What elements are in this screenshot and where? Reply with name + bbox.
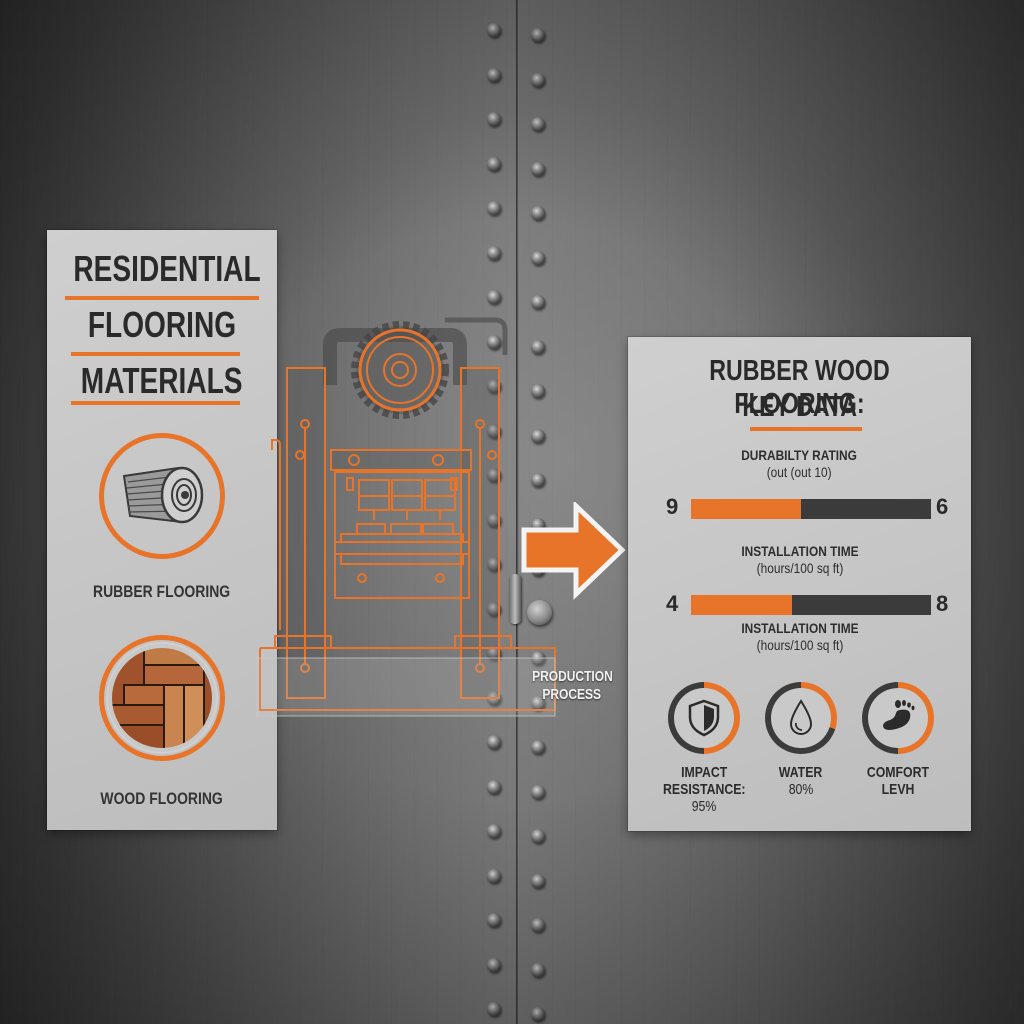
rivet	[487, 512, 501, 527]
rivet	[531, 1007, 545, 1021]
rivet	[531, 829, 545, 843]
rivet	[487, 423, 501, 438]
rivet	[531, 695, 545, 710]
left-panel: RESIDENTIAL FLOORING MATERIALS RUBBER FL…	[47, 230, 277, 830]
installation-left-value: 4	[666, 591, 679, 616]
title-underline	[65, 296, 259, 300]
rivet	[531, 784, 545, 799]
rivet	[531, 161, 545, 176]
arrow-right-icon	[521, 502, 626, 600]
wood-flooring-label: WOOD FLOORING	[100, 789, 224, 808]
wood-flooring-badge	[99, 635, 225, 761]
rivet	[531, 473, 545, 487]
left-title-line-2: FLOORING	[87, 304, 237, 345]
rivet	[487, 913, 501, 927]
metal-seam	[516, 0, 519, 1024]
rivet	[531, 873, 545, 888]
rivet	[531, 117, 545, 131]
rubber-roll-icon	[122, 466, 204, 524]
water-drop-icon	[789, 699, 813, 735]
rivet	[487, 601, 501, 616]
impact-ring	[668, 682, 740, 754]
door-latch	[509, 574, 521, 624]
water-label: WATER 80%	[779, 764, 823, 798]
rivet	[531, 250, 545, 265]
rivet	[487, 290, 501, 304]
rivet	[487, 67, 501, 82]
installation-bar	[691, 595, 931, 615]
foot-icon	[883, 700, 915, 730]
rivet	[487, 646, 501, 660]
rivet	[487, 468, 501, 482]
rivet	[487, 779, 501, 794]
rivet	[487, 112, 501, 126]
production-process-label: PRODUCTION PROCESS	[532, 668, 613, 703]
rivet	[531, 740, 545, 754]
installation-time-label: INSTALLATION TIME (hours/100 sq ft)	[740, 543, 859, 576]
shield-icon	[688, 699, 720, 737]
installation-time-label-repeat: INSTALLATION TIME (hours/100 sq ft)	[740, 620, 859, 653]
wood-parquet-icon	[106, 642, 218, 754]
rivet	[487, 23, 501, 37]
right-panel: RUBBER WOOD FLOORING: KEY DATA DURABILTY…	[628, 337, 971, 831]
rivet	[487, 156, 501, 171]
left-title-line-1: RESIDENTIAL	[73, 248, 261, 289]
rivet	[487, 735, 501, 749]
title-underline	[71, 401, 240, 405]
title-underline	[750, 427, 862, 431]
right-title-line-1: RUBBER WOOD FLOORING:	[709, 355, 890, 420]
durability-left-value: 9	[666, 494, 679, 519]
rivet	[487, 957, 501, 972]
rivet	[531, 962, 545, 977]
impact-resistance-label: IMPACT RESISTANCE: 95%	[663, 764, 746, 815]
rivet	[531, 206, 545, 220]
water-ring	[765, 682, 837, 754]
right-title-line-2: KEY DATA	[742, 391, 857, 423]
durability-bar	[691, 499, 931, 519]
left-title-line-3: MATERIALS	[81, 360, 243, 401]
rubber-flooring-badge	[99, 433, 225, 559]
press-machine-icon	[256, 317, 556, 717]
comfort-ring	[862, 682, 934, 754]
rivet	[487, 245, 501, 260]
rivet	[531, 651, 545, 665]
comfort-level-label: COMFORT LEVH	[866, 764, 930, 798]
rivet	[487, 1002, 501, 1016]
rivet	[487, 201, 501, 215]
title-underline	[71, 352, 240, 356]
rivet	[487, 824, 501, 838]
rivet	[487, 557, 501, 571]
installation-bar-fill	[691, 595, 792, 615]
rivet	[531, 428, 545, 443]
durability-bar-fill	[691, 499, 802, 519]
durability-right-value: 6	[936, 494, 949, 519]
installation-right-value: 8	[936, 591, 949, 616]
rivet	[531, 28, 545, 42]
rubber-flooring-label: RUBBER FLOORING	[93, 582, 231, 601]
rivet	[487, 868, 501, 883]
rivet	[531, 384, 545, 398]
rivet	[531, 339, 545, 354]
rivet	[531, 295, 545, 309]
door-knob	[527, 600, 552, 625]
durability-label: DURABILTY RATING (out (out 10)	[741, 447, 858, 480]
rivet	[531, 72, 545, 87]
rivet	[487, 379, 501, 393]
rivet	[487, 334, 501, 349]
rivet	[531, 918, 545, 932]
